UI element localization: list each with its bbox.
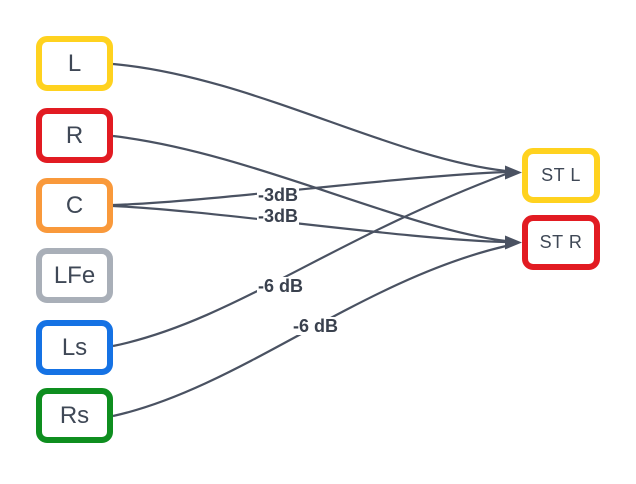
node-Rs-label: Rs [59,401,90,429]
node-ST-R-label: ST R [539,232,583,252]
connection-line-Ls-STL [112,172,507,348]
node-C-label: C [65,191,84,219]
gain-label-ls-stl: -6 dB [257,276,304,296]
node-ST-L-label: ST L [541,165,581,185]
gain-label-c-stl: -3dB [257,185,299,205]
node-C: C [36,178,113,233]
connection-line-C-STL [112,170,507,207]
node-R-label: R [65,121,84,149]
connection-line-R-STR [112,134,507,243]
node-Ls: Ls [36,320,113,375]
connection-line-C-STR [112,204,507,244]
node-Ls-label: Ls [61,333,88,361]
arrow-right-icon [505,165,522,180]
gain-label-c-str: -3dB [257,206,299,226]
node-L-label: L [67,49,82,77]
node-L: L [36,36,113,91]
connection-line-L-STL [112,62,507,173]
node-ST-R: ST R [522,215,600,270]
node-LFe-label: LFe [53,261,96,289]
node-ST-L: ST L [522,148,600,203]
gain-label-rs-str: -6 dB [292,316,339,336]
arrow-right-icon [505,235,522,250]
node-LFe: LFe [36,248,113,303]
node-Rs: Rs [36,388,113,443]
node-R: R [36,108,113,163]
